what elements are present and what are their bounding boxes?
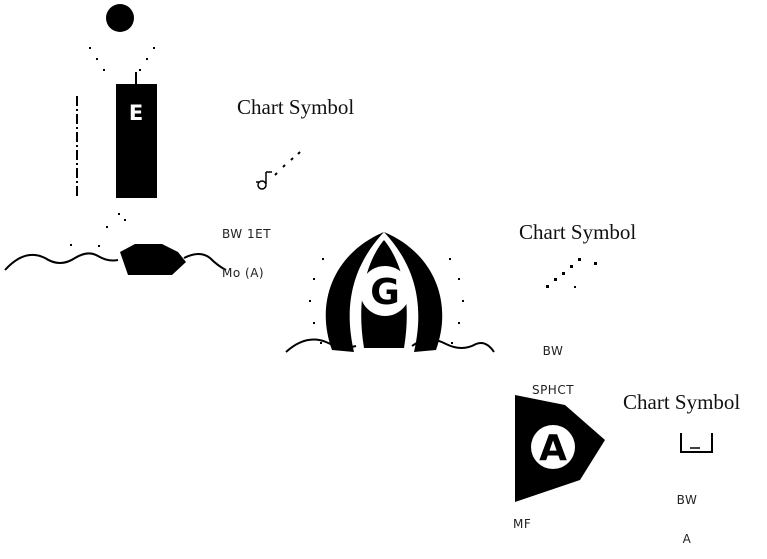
spherical-buoy-g: G <box>285 232 495 353</box>
abbreviation-a-line2: A <box>682 532 692 546</box>
chart-symbol-a <box>680 433 713 453</box>
waterline-g <box>285 338 495 353</box>
abbreviation-a-line1: BW <box>676 493 698 507</box>
abbreviation-g: BW SPHCT <box>527 319 579 410</box>
abbreviation-g-line2: SPHCT <box>531 383 575 397</box>
chart-symbol-e <box>256 151 301 190</box>
sphere-outer <box>325 232 443 352</box>
buoy-base <box>120 244 186 275</box>
light-rays <box>89 47 155 71</box>
spar-buoy-e: E <box>4 4 227 275</box>
abbreviation-g-line1: BW <box>542 344 564 358</box>
letter-g-disc <box>360 266 410 316</box>
topmark-ball <box>106 4 134 32</box>
letter-e: E <box>129 101 143 125</box>
abbreviation-e: BW 1ET Mo (A) <box>222 202 286 293</box>
chart-symbol-g <box>546 258 597 288</box>
waterline-e <box>4 252 227 271</box>
abbreviation-e-line1: BW 1ET <box>222 227 272 241</box>
letter-a: A <box>539 428 567 469</box>
abbreviation-a-below: MF <box>513 517 532 531</box>
sphere-dots <box>309 258 464 344</box>
can-buoy-a: A <box>515 395 605 502</box>
letter-g: G <box>370 272 400 313</box>
letter-a-disc <box>531 425 575 469</box>
chart-symbol-caption-1: Chart Symbol <box>237 95 355 119</box>
chart-symbol-caption-2: Chart Symbol <box>519 220 637 244</box>
spray-dots <box>70 213 126 247</box>
abbreviation-e-line2: Mo (A) <box>222 266 265 280</box>
abbreviation-a: BW A <box>672 468 702 559</box>
buoy-diagram: E G <box>4 4 713 502</box>
chart-symbol-caption-3: Chart Symbol <box>623 390 741 414</box>
spar-body <box>116 84 157 198</box>
